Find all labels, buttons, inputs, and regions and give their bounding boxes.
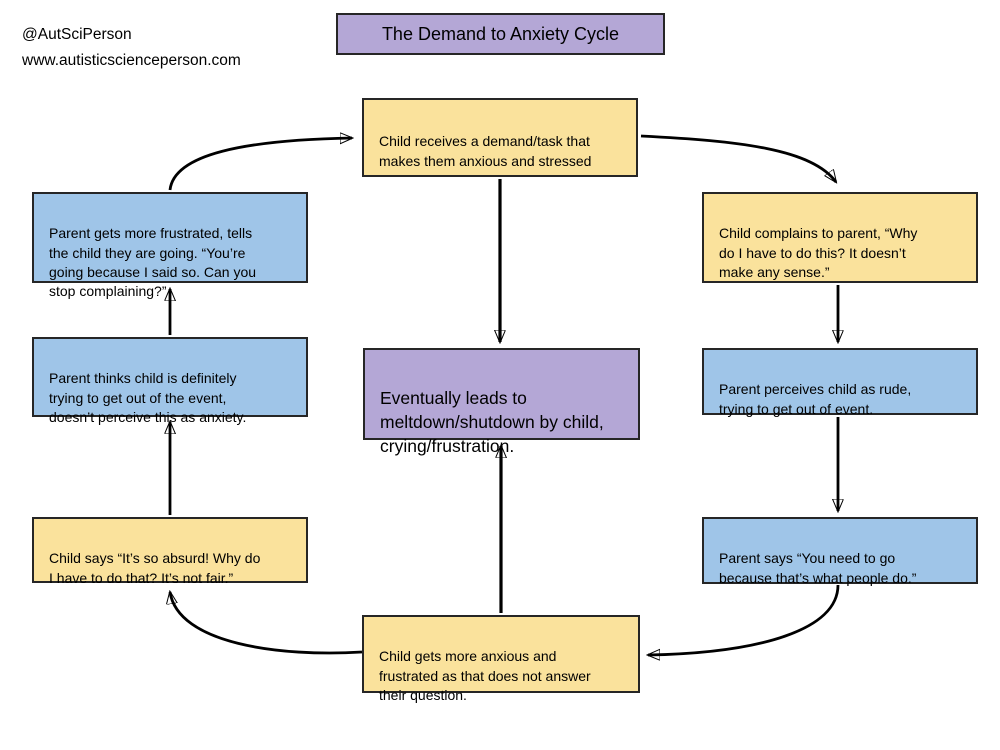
node-parent-says: Parent says “You need to go because that… [702,517,978,586]
node-perceive: Parent perceives child as rude, trying t… [702,348,978,417]
node-parent-thinks-text: Parent thinks child is definitely trying… [49,370,247,425]
node-meltdown: Eventually leads to meltdown/shutdown by… [363,348,640,456]
node-anxious: Child gets more anxious and frustrated a… [362,615,640,703]
node-child-says: Child says “It’s so absurd! Why do I hav… [32,517,308,586]
node-demand: Child receives a demand/task that makes … [362,98,638,177]
node-demand-text: Child receives a demand/task that makes … [379,133,592,169]
credit-website: www.autisticscienceperson.com [22,51,241,69]
node-child-says-text: Child says “It’s so absurd! Why do I hav… [49,550,261,586]
credit-handle: @AutSciPerson [22,26,132,43]
arrow-parent-says-to-anxious [648,584,840,655]
node-parent-thinks: Parent thinks child is definitely trying… [32,337,308,425]
node-anxious-text: Child gets more anxious and frustrated a… [379,648,591,703]
node-parent-frustrated-text: Parent gets more frustrated, tells the c… [49,225,257,300]
arrow-frustrated-to-demand [168,138,352,191]
node-complain: Child complains to parent, “Why do I hav… [702,192,978,283]
title-box: The Demand to Anxiety Cycle [336,13,665,55]
node-perceive-text: Parent perceives child as rude, trying t… [719,381,912,417]
arrow-anxious-to-child-says [170,592,363,655]
node-parent-says-text: Parent says “You need to go because that… [719,550,917,586]
node-parent-frustrated: Parent gets more frustrated, tells the c… [32,192,308,299]
arrow-demand-to-complain [640,134,836,182]
node-meltdown-text: Eventually leads to meltdown/shutdown by… [380,387,604,456]
credit-block: @AutSciPerson www.autisticscienceperson.… [22,22,241,73]
node-complain-text: Child complains to parent, “Why do I hav… [719,225,918,280]
page-title: The Demand to Anxiety Cycle [381,23,620,44]
